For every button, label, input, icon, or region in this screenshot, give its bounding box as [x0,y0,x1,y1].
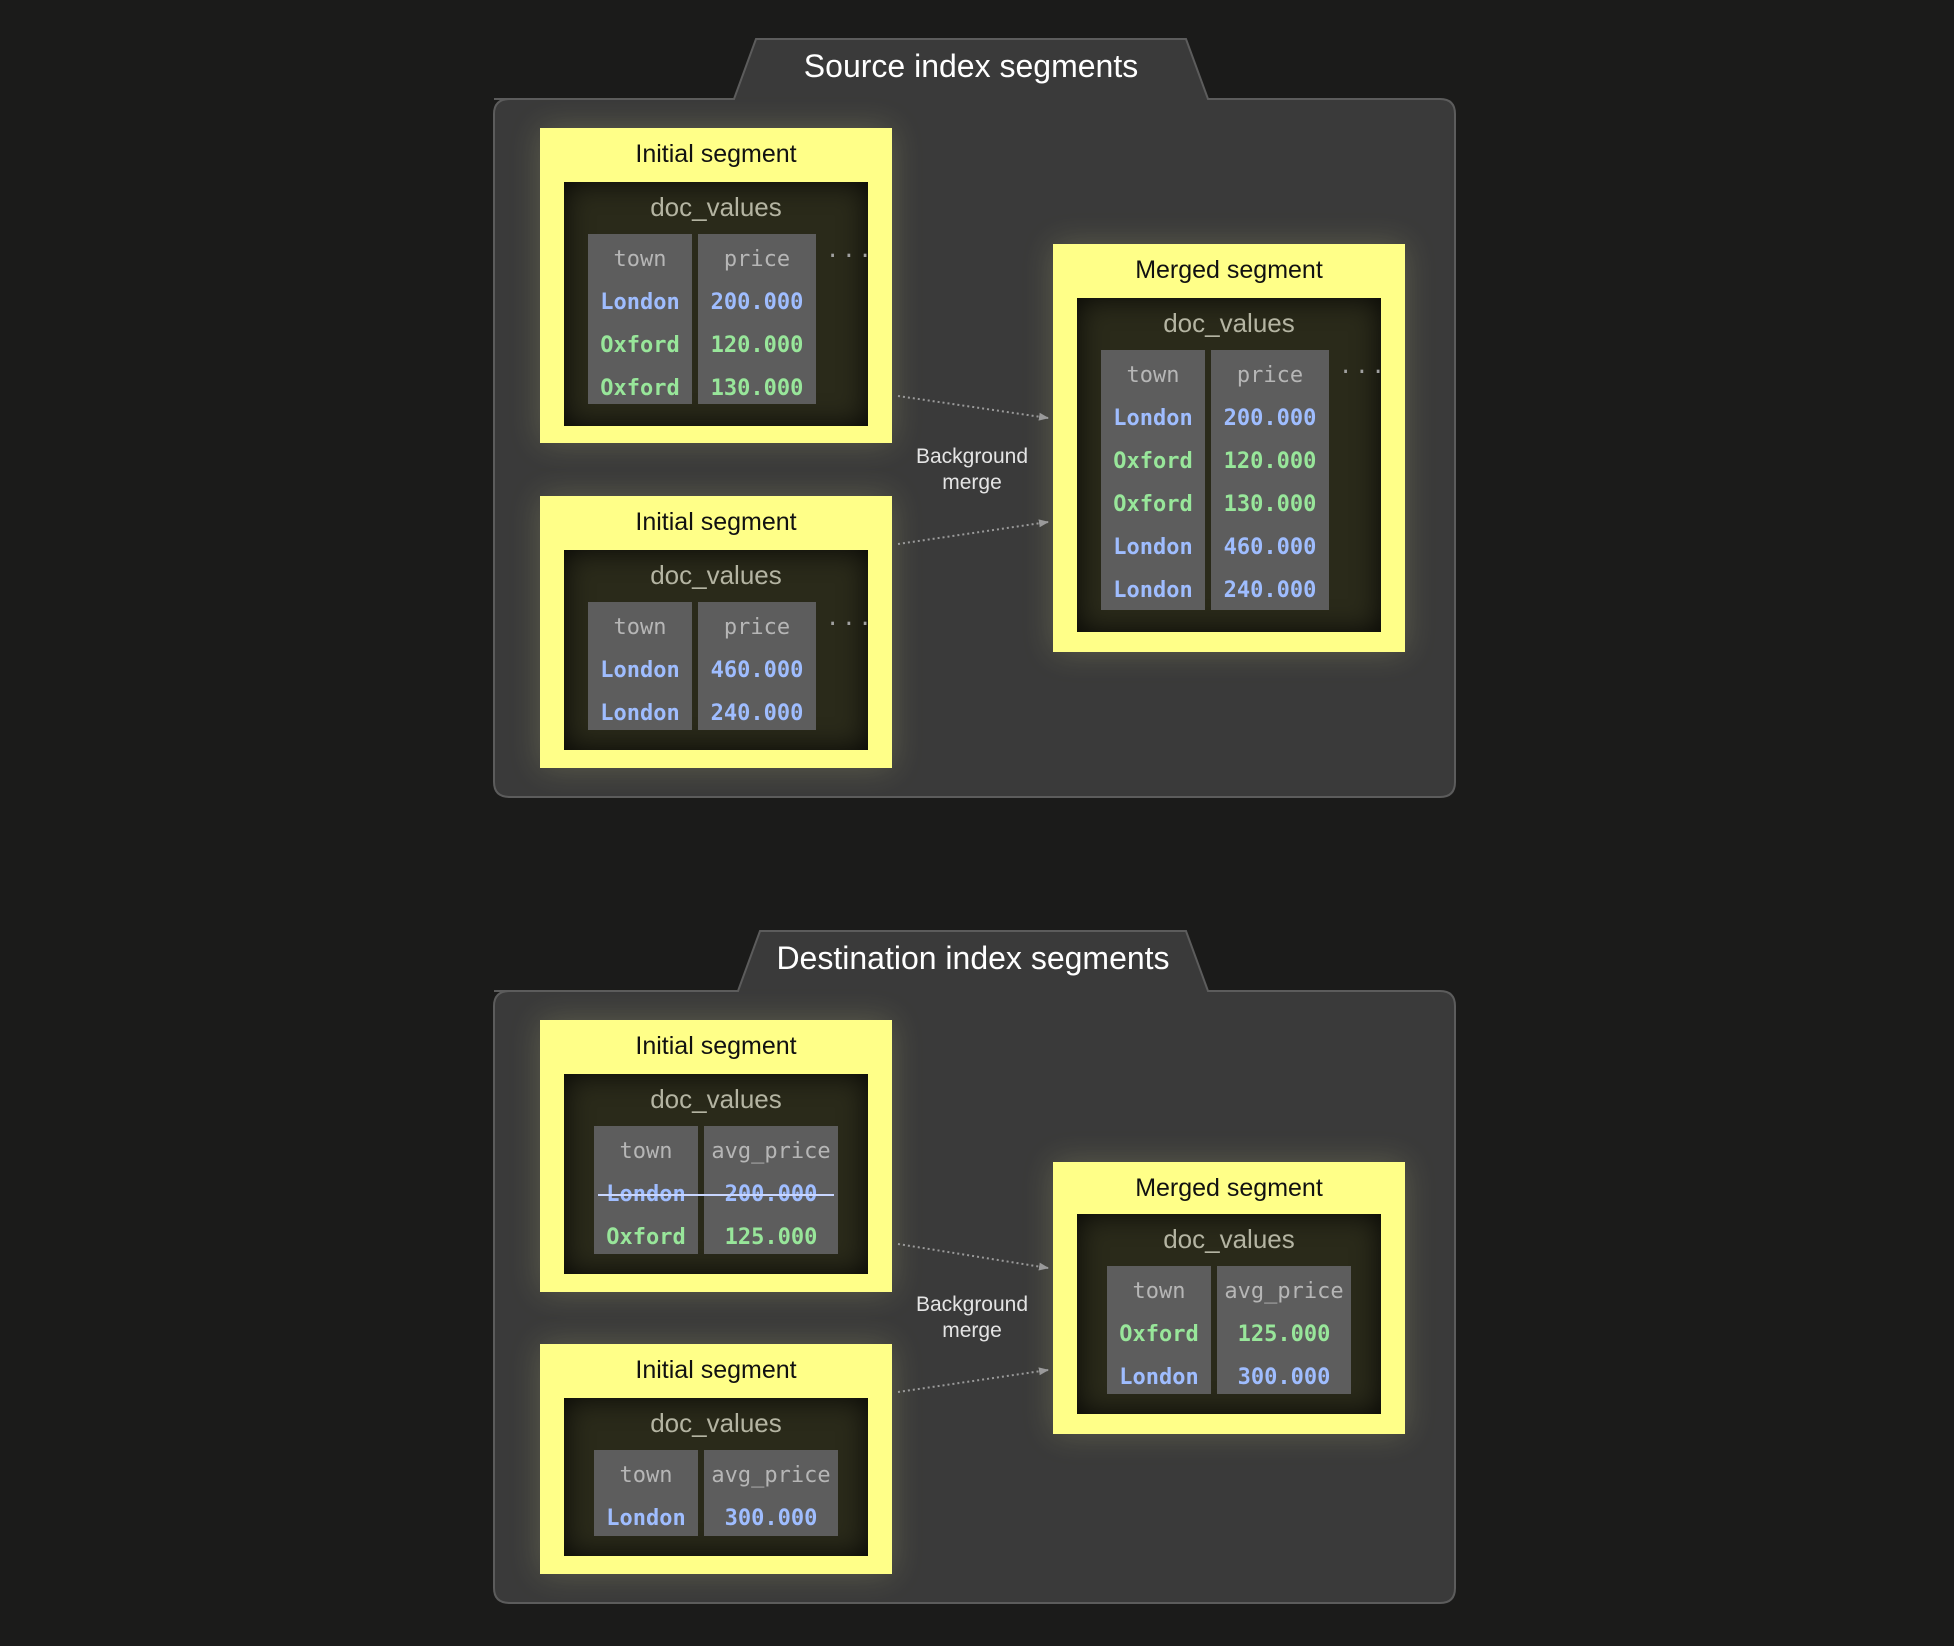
doc-values-box: doc_values town London Oxford avg_price … [564,1074,868,1274]
merge-label-line: merge [942,471,1002,494]
doc-values-box: doc_values town London Oxford Oxford Lon… [1077,298,1385,632]
doc-values-box: doc_values town Oxford London avg_price … [1077,1214,1381,1414]
doc-values-label: doc_values [650,560,782,590]
segment-title: Initial segment [635,1032,797,1060]
column-header-price: price [1236,363,1304,388]
merge-label-line: Background [915,1293,1029,1316]
segment-title: Merged segment [1135,1174,1323,1202]
source-initial-segment-1: Initial segment doc_values town London O… [540,128,892,443]
deleted-row-strikethrough [598,1194,834,1196]
background-merge-label: Background merge [900,1292,1044,1344]
town-column: town London Oxford Oxford [588,234,692,404]
segment-title: Initial segment [635,140,797,168]
town-column: town London [594,1450,698,1536]
background-merge-label: Background merge [900,444,1044,496]
town-cell: London [1119,1365,1199,1390]
doc-values-label: doc_values [1163,308,1295,338]
price-cell: 125.000 [1237,1322,1331,1347]
doc-values-label: doc_values [1163,1224,1295,1254]
price-cell: 120.000 [710,333,804,358]
price-cell: 240.000 [1223,578,1317,603]
price-cell: 200.000 [1223,406,1317,431]
town-column: town Oxford London [1107,1266,1211,1394]
price-column: price 200.000 120.000 130.000 [698,234,816,404]
column-header-avg-price: avg_price [711,1139,831,1164]
town-cell: London [600,701,680,726]
segment-title: Initial segment [635,1356,797,1384]
doc-values-box: doc_values town London Oxford Oxford pri… [564,182,872,426]
price-cell: 200.000 [710,290,804,315]
more-columns-ellipsis: ... [826,606,875,631]
price-cell: 130.000 [710,376,804,401]
destination-initial-segment-2: Initial segment doc_values town London a… [540,1344,892,1574]
price-cell: 460.000 [710,658,804,683]
avg-price-column: avg_price 300.000 [704,1450,838,1536]
column-header-avg-price: avg_price [1224,1279,1344,1304]
price-cell: 460.000 [1223,535,1317,560]
price-cell: 300.000 [724,1506,818,1531]
column-header-town: town [619,1139,673,1164]
town-column: town London Oxford [594,1126,698,1254]
price-cell: 300.000 [1237,1365,1331,1390]
price-column: price 460.000 240.000 [698,602,816,730]
column-header-price: price [723,615,791,640]
town-cell: London [606,1506,686,1531]
merge-label-line: Background [915,445,1029,468]
column-header-avg-price: avg_price [711,1463,831,1488]
doc-values-label: doc_values [650,1408,782,1438]
town-cell: Oxford [600,376,680,401]
avg-price-column: avg_price 125.000 300.000 [1217,1266,1351,1394]
price-cell: 125.000 [724,1225,818,1250]
price-cell: 120.000 [1223,449,1317,474]
doc-values-label: doc_values [650,192,782,222]
column-header-town: town [1132,1279,1186,1304]
town-cell: London [600,658,680,683]
town-cell: Oxford [606,1225,686,1250]
more-columns-ellipsis: ... [826,238,875,263]
town-cell: London [1113,578,1193,603]
town-cell: Oxford [1119,1322,1199,1347]
source-initial-segment-2: Initial segment doc_values town London L… [540,496,892,768]
price-cell: 130.000 [1223,492,1317,517]
column-header-town: town [1126,363,1180,388]
town-cell: Oxford [1113,449,1193,474]
doc-values-label: doc_values [650,1084,782,1114]
town-cell: Oxford [600,333,680,358]
more-columns-ellipsis: ... [1339,354,1388,379]
segment-title: Merged segment [1135,256,1323,284]
destination-merged-segment: Merged segment doc_values town Oxford Lo… [1053,1162,1405,1434]
town-cell: London [600,290,680,315]
price-column: price 200.000 120.000 130.000 460.000 24… [1211,350,1329,610]
destination-initial-segment-1: Initial segment doc_values town London O… [540,1020,892,1292]
source-panel: Source index segments Initial segment do… [0,0,1954,820]
column-header-town: town [619,1463,673,1488]
town-cell: Oxford [1113,492,1193,517]
town-column: town London Oxford Oxford London London [1101,350,1205,610]
price-cell: 240.000 [710,701,804,726]
town-cell: London [1113,535,1193,560]
town-cell: London [1113,406,1193,431]
column-header-town: town [613,247,667,272]
merge-label-line: merge [942,1319,1002,1342]
column-header-price: price [723,247,791,272]
doc-values-box: doc_values town London avg_price 300.000 [564,1398,868,1556]
destination-panel-title: Destination index segments [776,940,1170,976]
source-panel-title: Source index segments [803,48,1139,84]
source-merged-segment: Merged segment doc_values town London Ox… [1053,244,1405,652]
segment-title: Initial segment [635,508,797,536]
doc-values-box: doc_values town London London price 460.… [564,550,872,750]
town-column: town London London [588,602,692,730]
column-header-town: town [613,615,667,640]
avg-price-column: avg_price 200.000 125.000 [704,1126,838,1254]
